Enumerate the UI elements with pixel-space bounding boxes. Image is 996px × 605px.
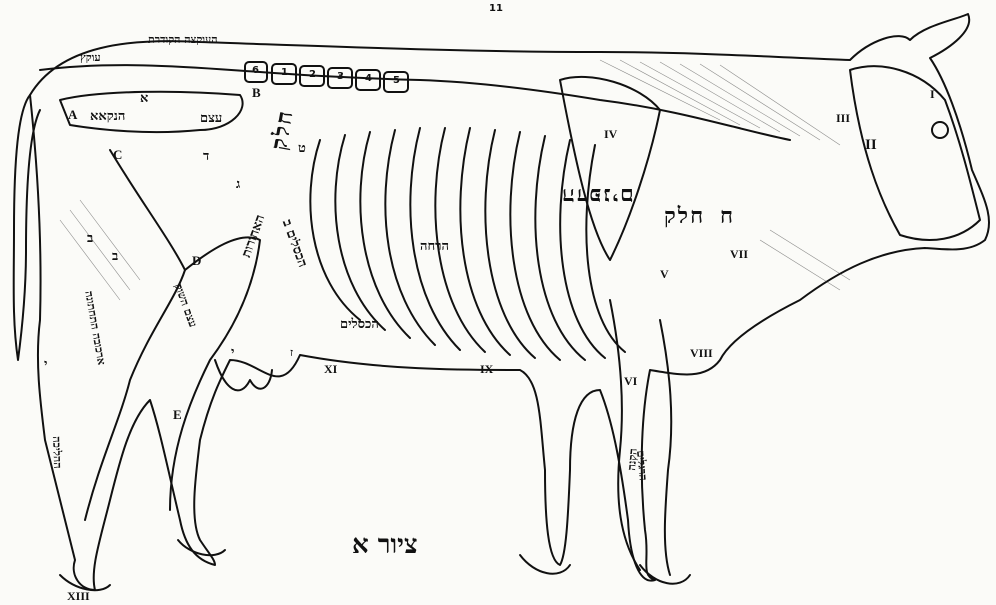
spine <box>40 65 790 140</box>
point-B: B <box>252 86 261 99</box>
vertebra-number: 6 <box>252 66 259 76</box>
label-front-shank: הקנה <box>626 448 639 471</box>
body-outline <box>30 14 989 590</box>
label-hadofnayim: הדפנים <box>560 185 634 207</box>
roman-XI: XI <box>324 363 337 375</box>
page-number: 11 <box>489 4 503 14</box>
roman-IX: IX <box>480 363 493 375</box>
roman-VI: VI <box>624 375 637 387</box>
roman-XIII: XIII <box>67 590 90 602</box>
label-thigh-bone: עצם <box>200 112 222 125</box>
label-chelek: חלק <box>268 108 297 152</box>
point-C: C <box>113 148 122 161</box>
label-dorsal-top: העוקצה הקודרת <box>148 34 218 45</box>
label-letter-alef: א <box>140 92 148 105</box>
label-letter-bet-2: ב <box>112 250 118 263</box>
point-D: D <box>192 254 201 267</box>
vertebra-number: 4 <box>365 74 372 84</box>
roman-V: V <box>660 268 669 280</box>
label-letter-het: ח <box>720 205 735 227</box>
label-letter-yod-1: י <box>231 346 234 359</box>
label-letter-dalet: ד <box>203 150 209 163</box>
roman-VIII: VIII <box>690 347 713 359</box>
label-letter-bet-1: ב <box>87 232 93 245</box>
roman-II: II <box>865 138 877 153</box>
label-hip-bone: הנקאא <box>90 110 125 123</box>
roman-III: III <box>836 112 850 124</box>
roman-VII: VII <box>730 248 748 260</box>
point-E: E <box>173 408 182 421</box>
label-harocheh: הרחה <box>420 240 449 253</box>
label-chelek-front: חלק <box>664 205 705 227</box>
roman-IV: IV <box>604 128 617 140</box>
vertebra-number: 5 <box>393 76 400 86</box>
label-letter-zayin: ז <box>290 347 293 358</box>
label-hakesalim: הכסלים <box>340 318 379 331</box>
vertebra-number: 1 <box>281 68 288 78</box>
figure-caption: ציור א <box>352 532 418 558</box>
label-letter-tet: ט <box>298 142 306 155</box>
label-hahaliah: ההליכה <box>51 436 63 469</box>
point-A: A <box>68 108 77 121</box>
roman-I: I <box>930 88 935 100</box>
label-letter-gimel: ג <box>236 178 240 191</box>
label-tail-top: עוקץ <box>80 52 101 63</box>
label-letter-yod-2: י <box>44 358 47 371</box>
vertebra-number: 3 <box>337 72 344 82</box>
tail <box>14 95 40 360</box>
vertebra-number: 2 <box>309 70 316 80</box>
